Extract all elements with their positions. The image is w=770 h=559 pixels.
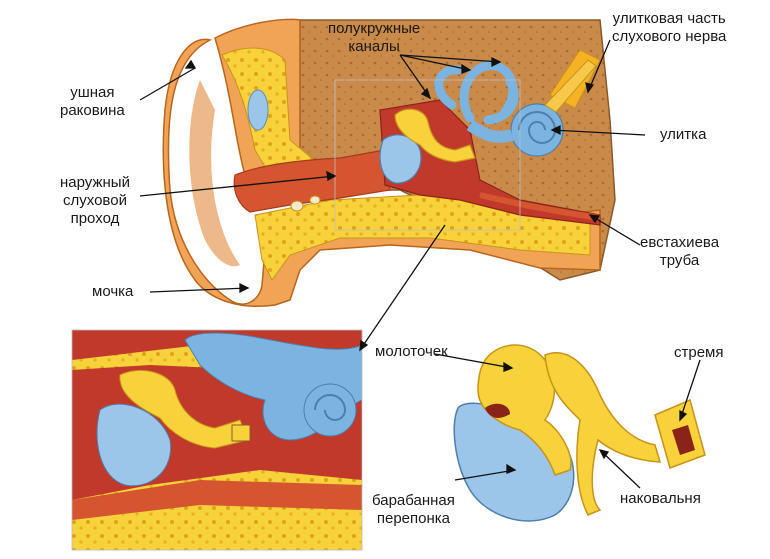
label-malleus: молоточек (375, 343, 448, 360)
eardrum-shape (379, 134, 422, 184)
label-stapes: стремя (674, 344, 724, 361)
semicircular-canals-shape (434, 61, 519, 125)
eustachian-tube-shape (479, 192, 601, 221)
ossicles-main (394, 108, 476, 163)
label-pinna: ушная раковина (60, 84, 125, 119)
inset-zoom (72, 330, 362, 550)
leader-lines (139, 39, 701, 489)
label-ear-canal: наружный слуховой проход (60, 174, 130, 227)
cochlea-shape (466, 103, 564, 157)
label-tympanic-membrane: барабанная перепонка (372, 492, 455, 527)
label-incus: наковальня (620, 490, 701, 507)
pinna-fold (189, 80, 240, 267)
label-eustachian-tube: евстахиева труба (640, 234, 720, 269)
incus-detail (544, 352, 662, 516)
middle-ear-cavity (379, 99, 601, 226)
label-cochlea: улитка (660, 126, 707, 143)
ossicles-detail (453, 344, 706, 522)
label-lobe: мочка (92, 283, 134, 300)
main-ear-section (162, 18, 616, 307)
label-cochlear-nerve: улитковая часть слухового нерва (612, 10, 727, 45)
label-semicircular-canals: полукружные каналы (328, 20, 421, 55)
